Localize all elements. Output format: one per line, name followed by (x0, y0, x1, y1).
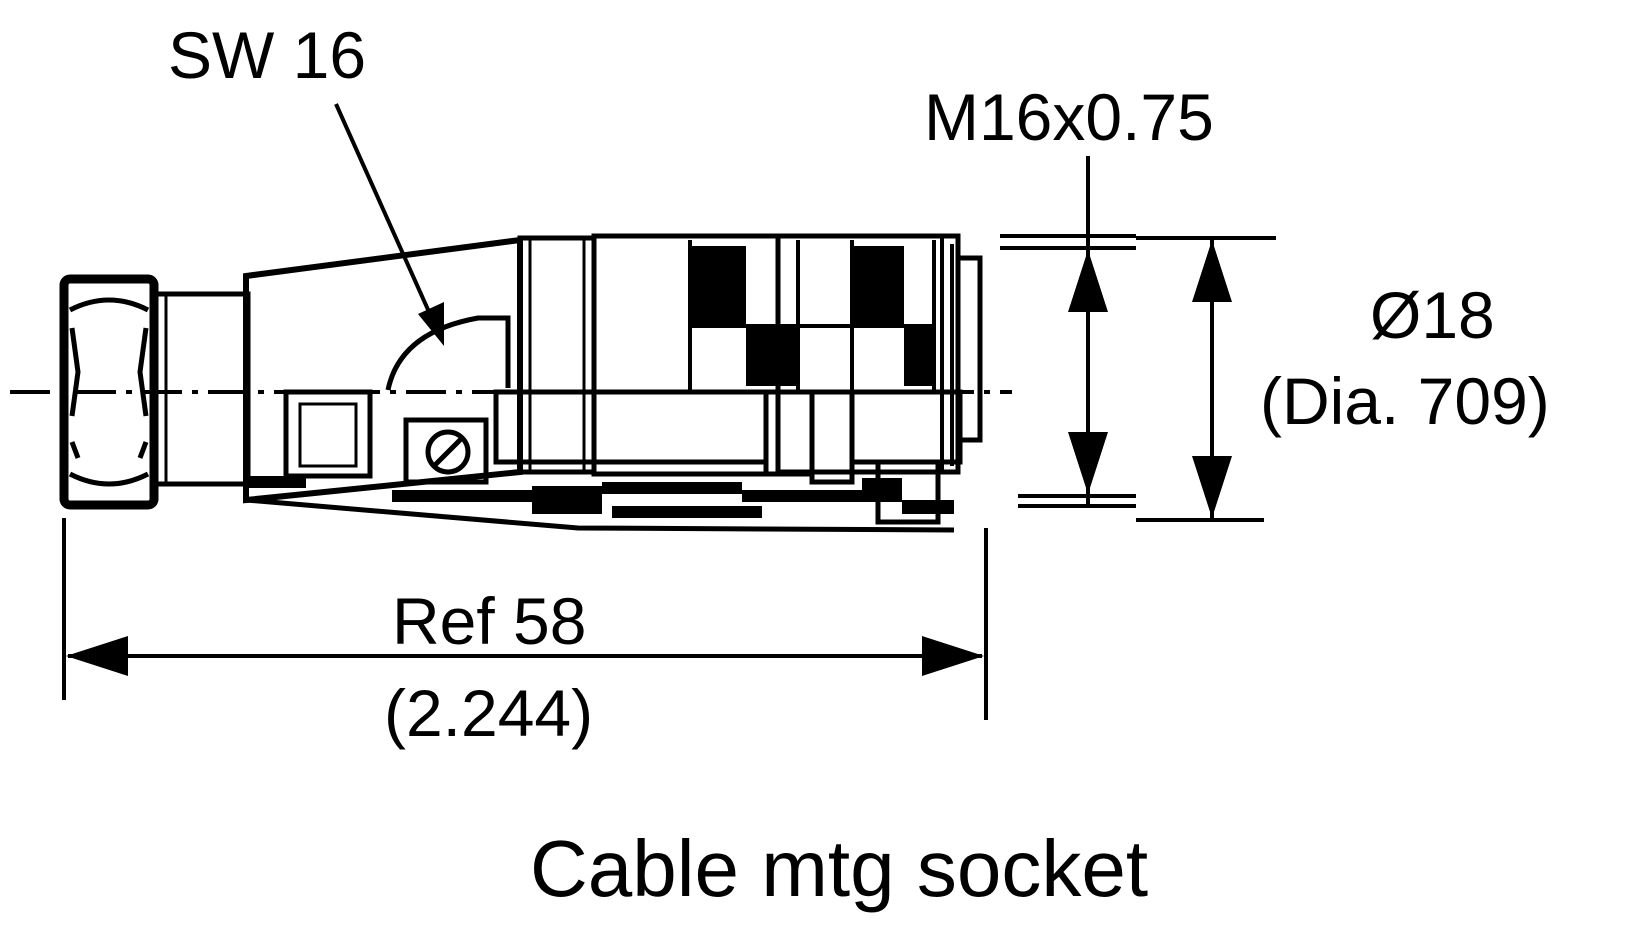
screw (425, 429, 471, 475)
thread-dimension (1000, 156, 1136, 508)
diameter-arrows (1192, 240, 1232, 518)
thread-arrows (1068, 250, 1108, 494)
knurled-coupling (690, 246, 934, 386)
wrench-size-label: SW 16 (168, 18, 366, 92)
lower-details (283, 389, 963, 525)
thread-label: M16x0.75 (924, 80, 1214, 154)
gland-collar (151, 291, 251, 487)
main-barrel (517, 233, 983, 477)
length-dimension (62, 518, 988, 720)
diameter-mm-label: Ø18 (1370, 278, 1495, 352)
caption: Cable mtg socket (530, 824, 1148, 913)
bottom-flange (246, 476, 954, 518)
wrench-leader (334, 103, 444, 346)
connector-body (59, 233, 983, 533)
length-arrows (66, 636, 984, 676)
diameter-in-label: (Dia. 709) (1260, 364, 1550, 438)
length-in-label: (2.244) (384, 676, 593, 750)
length-mm-label: Ref 58 (392, 584, 586, 658)
knurled-outline (688, 240, 936, 390)
